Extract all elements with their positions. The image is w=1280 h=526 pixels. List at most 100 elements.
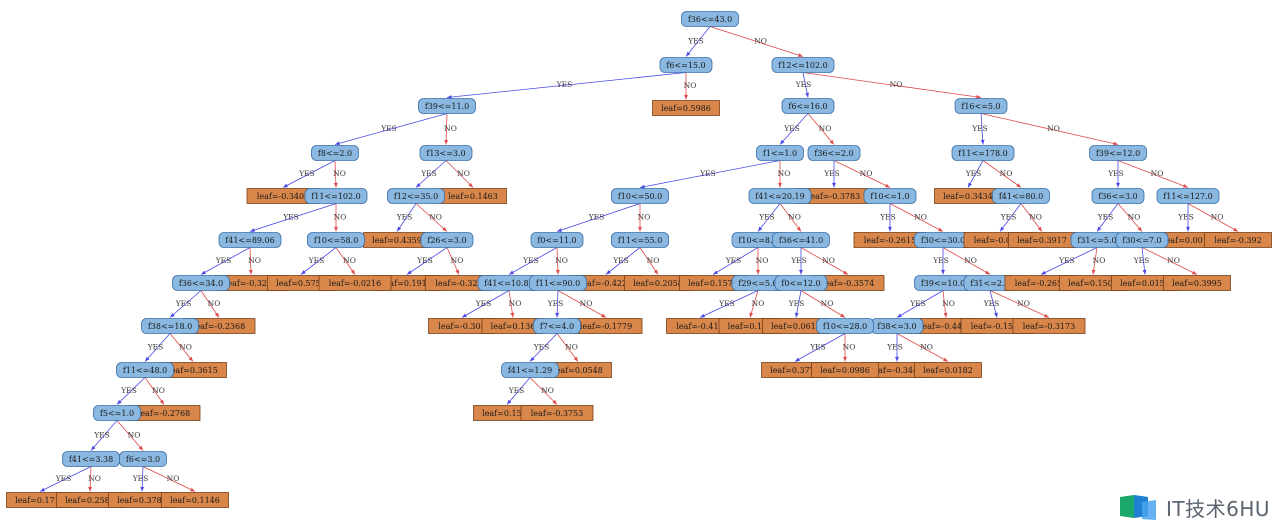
split-box [304, 188, 368, 204]
edge-arrow-n22-no [190, 487, 195, 492]
edge-n15-yes [396, 203, 417, 232]
leaf-node: leaf=-0.2768 [127, 405, 201, 421]
edge-label-yes: YES [547, 299, 564, 308]
edge-n31-yes [605, 247, 641, 275]
edge-arrow-n5-no [1113, 141, 1118, 146]
edge-label-yes: YES [147, 343, 164, 352]
leaf-node: leaf=-0.392 [1204, 232, 1272, 248]
split-node: f8<=2.0 [311, 145, 359, 161]
edge-arrow-n26-yes [941, 269, 945, 275]
split-box [611, 188, 669, 204]
split-node: f26<=3.0 [420, 232, 474, 248]
edge-n28-no [989, 290, 1050, 318]
edge-arrow-n32-no [756, 269, 760, 275]
split-label: f41<=20.19 [755, 192, 804, 201]
edge-arrow-n27-yes [897, 313, 902, 318]
edge-label-no: NO [890, 80, 903, 89]
split-node: f0<=11.0 [530, 232, 584, 248]
edge-label-no: NO [1000, 169, 1013, 178]
split-box [1091, 188, 1145, 204]
edge-label-no: NO [1093, 256, 1106, 265]
edge-n27-yes [896, 290, 944, 318]
split-box [781, 98, 835, 114]
edge-label-yes: YES [971, 124, 988, 133]
edge-label-no: NO [1029, 213, 1042, 222]
leaf-label: leaf=0.2058 [633, 279, 683, 288]
leaf-label: leaf=0.114 [728, 322, 773, 331]
edge-arrow-n28-no [1044, 313, 1049, 318]
split-box [951, 145, 1015, 161]
leaf-label: leaf=0.0182 [923, 366, 973, 375]
edge-label-yes: YES [215, 256, 232, 265]
edge-arrow-n44-no [1091, 269, 1096, 275]
split-label: f36<=41.0 [779, 236, 823, 245]
edge-n13-yes [200, 247, 251, 275]
split-label: f41<=89.06 [225, 236, 274, 245]
edge-arrow-n14-yes [301, 270, 306, 275]
edge-n3-no [445, 113, 448, 145]
edge-n19-yes [116, 377, 146, 405]
edge-arrow-n5-yes [980, 139, 985, 145]
edge-label-yes: YES [809, 343, 826, 352]
leaf-box [318, 275, 392, 291]
split-label: f8<=2.0 [318, 149, 352, 158]
edge-n30-yes [508, 247, 558, 275]
edge-label-no: NO [754, 37, 767, 46]
edge-n11-no [1117, 160, 1189, 188]
split-node: f41<=80.0 [992, 188, 1050, 204]
edge-label-yes: YES [308, 256, 325, 265]
edge-label-yes: YES [120, 386, 137, 395]
edge-arrow-n23-no [638, 226, 642, 232]
edge-arrow-n31-no [653, 269, 658, 275]
split-box [141, 318, 199, 334]
split-box [772, 232, 830, 248]
edge-n25-no [889, 203, 944, 232]
edge-arrow-n42-no [1137, 226, 1142, 232]
leaf-node: leaf=0.0986 [811, 362, 879, 378]
edge-arrow-n4-no [829, 139, 834, 145]
split-label: f1<=1.0 [763, 149, 797, 158]
edge-label-no: NO [860, 169, 873, 178]
edge-arrow-n25-yes [888, 226, 892, 232]
leaf-label: leaf=0.0152 [1120, 279, 1170, 288]
split-label: f6<=15.0 [666, 61, 705, 70]
leaf-node: leaf=0.0182 [914, 362, 982, 378]
split-label: f41<=80.0 [999, 192, 1043, 201]
edge-label-no: NO [1128, 213, 1141, 222]
split-node: f41<=3.38 [62, 451, 120, 467]
edge-label-yes: YES [725, 256, 742, 265]
edge-label-yes: YES [983, 299, 1000, 308]
split-node: f10<=50.0 [611, 188, 669, 204]
split-box [954, 98, 1008, 114]
edge-n19-no [144, 377, 165, 405]
edge-arrow-n13-yes [201, 270, 206, 275]
split-node: f11<=48.0 [116, 362, 174, 378]
edge-arrow-n1-no [684, 94, 688, 100]
leaf-node: leaf=-0.3408 [246, 188, 320, 204]
edge-label-no: NO [920, 343, 933, 352]
leaf-label: leaf=0.1719 [15, 496, 65, 505]
edge-n4-no [807, 113, 835, 145]
split-box [93, 405, 141, 421]
edge-n24-no [779, 203, 802, 232]
edge-label-no: NO [444, 124, 457, 133]
edge-arrow-n9-no [885, 183, 890, 188]
split-label: f31<=2.0 [970, 279, 1009, 288]
edge-arrow-root-yes [686, 51, 691, 57]
edge-n18-no [169, 333, 194, 362]
edge-label-yes: YES [132, 474, 149, 483]
leaf-label: leaf=-0.0216 [329, 279, 381, 288]
edge-arrow-n28-yes [993, 312, 998, 318]
edge-arrow-n21-yes [40, 487, 45, 492]
edge-arrow-n43-no [1233, 227, 1238, 232]
watermark: IT技术6HU [1118, 492, 1278, 522]
leaf-label: leaf=0.3784 [117, 496, 167, 505]
split-node: f6<=16.0 [781, 98, 835, 114]
leaf-node: leaf=0.5751 [267, 275, 335, 291]
split-label: f12<=102.0 [778, 61, 827, 70]
split-label: f10<=28.0 [823, 322, 867, 331]
edge-label-yes: YES [588, 213, 605, 222]
leaf-label: leaf=-0.3783 [808, 192, 860, 201]
edge-arrow-n24-yes [758, 226, 763, 232]
edge-label-yes: YES [298, 169, 315, 178]
